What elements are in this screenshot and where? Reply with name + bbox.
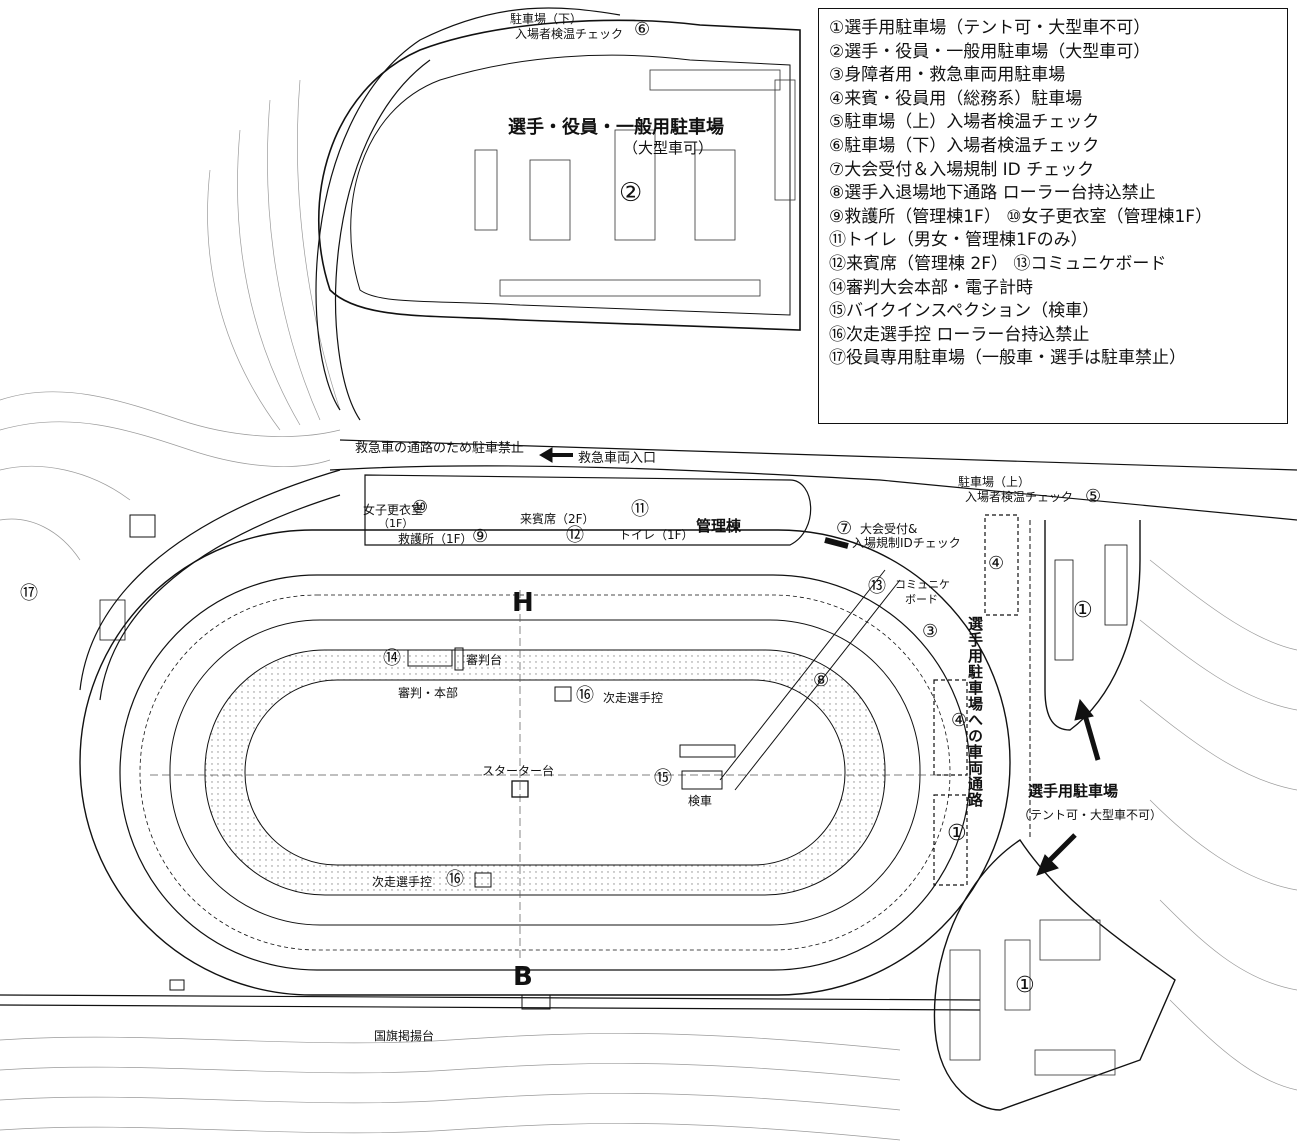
velodrome-track	[79, 529, 1011, 996]
marker-9-map: ⑨	[472, 526, 489, 547]
rider-lot-subtitle: （テント可・大型車不可）	[1018, 808, 1163, 822]
dashed-lots	[933, 514, 1019, 886]
vehicle-route-label: 選手用駐車場への車両通路	[966, 616, 984, 808]
lot-2-area	[318, 19, 801, 331]
womens-room-floor-label: （1F）	[378, 517, 414, 530]
lot-1-lower-stalls	[949, 919, 1116, 1076]
judge-hq-label: 審判・本部	[398, 686, 459, 700]
next-riders-label: 次走選手控	[603, 691, 664, 705]
roads	[0, 7, 1297, 1011]
reception-label-2: 入場規制IDチェック	[852, 536, 961, 550]
marker-10-map: ⑩	[412, 497, 429, 518]
legend-item: ⑪トイレ（男女・管理棟1Fのみ）	[829, 230, 1088, 251]
admin-building	[364, 474, 812, 546]
lot-17-area	[79, 469, 341, 701]
next-riders-label-2: 次走選手控	[372, 875, 433, 889]
legend-item: ⑭審判大会本部・電子計時	[829, 277, 1033, 298]
marker-15-map: ⑮	[654, 768, 672, 789]
womens-room-label: 女子更衣室	[363, 503, 424, 517]
marker-8-map: ⑧	[813, 670, 830, 691]
legend-item: ④来賓・役員用（総務系）駐車場	[829, 88, 1083, 109]
lot-2-stalls	[474, 69, 796, 297]
legend-item: ⑰役員専用駐車場（一般車・選手は駐車禁止）	[829, 348, 1186, 369]
marker-16-upper: ⑯	[576, 685, 594, 706]
lower-lot-check-label-2: 入場者検温チェック	[515, 27, 624, 41]
marker-7-map: ⑦	[836, 518, 853, 539]
upper-lot-check-label: 駐車場（上）	[958, 475, 1031, 489]
letter-b: B	[513, 962, 533, 992]
comm-board-label-2: ボード	[905, 593, 938, 606]
lot-1-lower	[933, 839, 1176, 1111]
legend-item: ⑥駐車場（下）入場者検温チェック	[829, 135, 1100, 156]
infield-lines	[150, 590, 950, 960]
admin-building-label: 管理棟	[696, 517, 742, 535]
marker-3-map: ③	[922, 621, 939, 642]
marker-13-map: ⑬	[868, 576, 886, 597]
ambulance-entrance-label: 救急車両入口	[578, 451, 657, 466]
reception-label: 大会受付&	[860, 522, 918, 536]
lot-2-title: 選手・役員・一般用駐車場	[508, 117, 724, 138]
starter-label: スターター台	[482, 764, 555, 778]
marker-4-lower: ④	[951, 710, 968, 731]
toilet-label: トイレ（1F）	[619, 528, 694, 542]
guest-seats-label: 来賓席（2F）	[520, 512, 595, 526]
lower-lot-check-label: 駐車場（下）	[510, 12, 583, 26]
marker-11-map: ⑪	[631, 499, 649, 520]
legend-item: ⑧選手入退場地下通路 ローラー台持込禁止	[829, 183, 1156, 204]
lot-1-upper	[1044, 520, 1141, 731]
rider-lot-title: 選手用駐車場	[1028, 782, 1119, 800]
small-boxes	[129, 514, 723, 1010]
legend: ①選手用駐車場（テント可・大型車不可） ②選手・役員・一般用駐車場（大型車可） …	[818, 8, 1288, 424]
comm-board-label: コミュニケ	[895, 578, 950, 591]
marker-1-lower: ①	[1015, 973, 1035, 998]
legend-item: ⑨救護所（管理棟1F） ⑩女子更衣室（管理棟1F）	[829, 206, 1213, 227]
upper-lot-check-label-2: 入場者検温チェック	[965, 490, 1074, 504]
legend-item: ③身障者用・救急車両用駐車場	[829, 65, 1066, 86]
marker-2-map: ②	[619, 178, 643, 208]
tunnel	[679, 569, 901, 791]
marker-16-lower: ⑯	[446, 869, 464, 890]
legend-item: ①選手用駐車場（テント可・大型車不可）	[829, 18, 1151, 38]
marker-6-map: ⑥	[634, 19, 651, 40]
flag-stand-label: 国旗掲揚台	[374, 1029, 435, 1043]
marker-1-upper: ①	[1073, 598, 1093, 623]
legend-item: ⑦大会受付＆入場規制 ID チェック	[829, 159, 1095, 180]
terrain-contours	[0, 79, 1297, 1141]
marker-4-upper: ④	[988, 553, 1005, 574]
legend-item: ⑫来賓席（管理棟 2F） ⑬コミュニケボード	[829, 253, 1167, 274]
marker-17-map: ⑰	[20, 583, 38, 604]
legend-item: ⑯次走選手控 ローラー台持込禁止	[829, 324, 1090, 345]
marker-12-map: ⑫	[566, 525, 584, 546]
letter-h: H	[512, 588, 534, 618]
legend-item: ⑤駐車場（上）入場者検温チェック	[829, 112, 1100, 133]
legend-item: ②選手・役員・一般用駐車場（大型車可）	[829, 41, 1151, 62]
marker-5-map: ⑤	[1085, 486, 1102, 507]
marker-14-map: ⑭	[383, 648, 401, 669]
first-aid-label: 救護所（1F）	[398, 532, 473, 546]
lot-2-subtitle: （大型車可）	[623, 139, 714, 157]
inspection-label: 検車	[688, 794, 713, 808]
arrows	[539, 447, 1101, 876]
judge-stand-label: 審判台	[466, 653, 503, 667]
marker-1-mid: ①	[947, 821, 967, 846]
legend-item: ⑮バイクインスペクション（検車）	[829, 301, 1100, 322]
ambulance-no-parking-label: 救急車の通路のため駐車禁止	[355, 441, 525, 456]
